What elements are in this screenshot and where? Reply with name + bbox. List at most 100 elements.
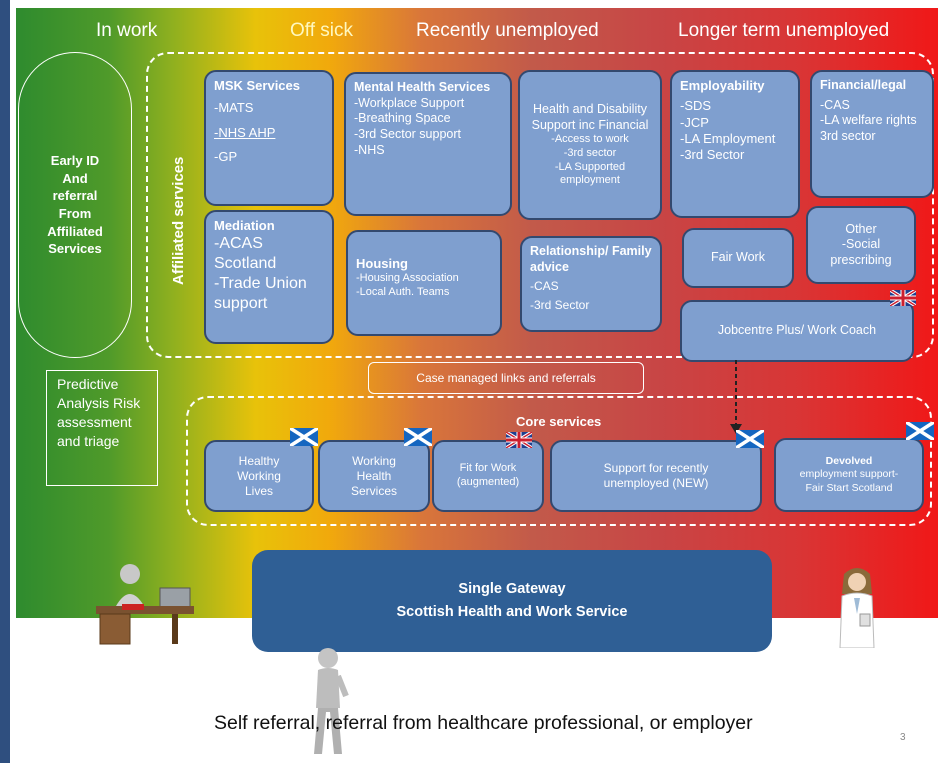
- jobcentre-box: Jobcentre Plus/ Work Coach: [680, 300, 914, 362]
- employability-item: -SDS: [680, 98, 712, 114]
- early-id-line: referral: [52, 188, 98, 204]
- fit-for-work-box: Fit for Work (augmented): [432, 440, 544, 512]
- person-figure-icon: [314, 648, 349, 754]
- relationship-title: Relationship/ Family advice: [530, 244, 652, 274]
- early-id-text: Early ID And referral From Affiliated Se…: [22, 130, 128, 280]
- healthy-line: Lives: [244, 483, 273, 498]
- early-id-oval: [18, 52, 132, 358]
- mediation-box: Mediation -ACAS Scotland -Trade Union su…: [204, 210, 334, 344]
- housing-item: -Housing Association: [356, 272, 459, 285]
- relationship-item: -3rd Sector: [530, 298, 590, 313]
- financial-item: -CAS: [820, 97, 850, 112]
- footer-text: Self referral, referral from healthcare …: [214, 712, 753, 734]
- scotland-flag-icon: [290, 428, 318, 446]
- housing-box: Housing -Housing Association -Local Auth…: [346, 230, 502, 336]
- housing-item: -Local Auth. Teams: [356, 286, 450, 298]
- employability-item: -JCP: [680, 114, 709, 130]
- mental-health-title: Mental Health Services: [354, 80, 491, 94]
- early-id-line: Services: [48, 241, 102, 257]
- case-managed-box: Case managed links and referrals: [368, 362, 644, 394]
- header-longer-term: Longer term unemployed: [678, 20, 890, 41]
- employability-box: Employability -SDS -JCP -LA Employment -…: [670, 70, 800, 218]
- affiliated-services-container: [146, 52, 934, 358]
- mediation-item: -ACAS: [214, 235, 263, 253]
- mediation-item: -Trade Union: [214, 275, 307, 293]
- mental-health-item: -NHS: [354, 142, 385, 157]
- mental-health-item: -Workplace Support: [354, 95, 465, 110]
- health-disability-title: Health and Disability Support inc Financ…: [531, 101, 649, 132]
- healthy-line: Healthy: [238, 453, 280, 468]
- health-disability-item: -LA Supported employment: [554, 160, 626, 187]
- other-item: -Social prescribing: [830, 237, 892, 267]
- support-recently-unemployed-box: Support for recently unemployed (NEW): [550, 440, 762, 512]
- devolved-line: employment support-: [799, 468, 899, 481]
- uk-flag-icon: [890, 290, 916, 306]
- predictive-line: Predictive: [57, 376, 119, 392]
- msk-item: -GP: [214, 148, 238, 164]
- predictive-line: Analysis Risk: [57, 394, 141, 411]
- health-disability-box: Health and Disability Support inc Financ…: [518, 70, 662, 220]
- financial-item: -LA welfare rights: [820, 113, 917, 128]
- other-box: Other -Social prescribing: [806, 206, 916, 284]
- financial-title: Financial/legal: [820, 78, 907, 92]
- mental-health-item: -3rd Sector support: [354, 126, 461, 141]
- fit-line: (augmented): [456, 476, 520, 488]
- housing-title: Housing: [356, 256, 408, 271]
- employer-at-desk-icon: [96, 564, 194, 645]
- whs-line: Services: [350, 483, 397, 498]
- fair-work-box: Fair Work: [682, 228, 794, 288]
- predictive-box: Predictive Analysis Risk assessment and …: [46, 370, 158, 486]
- employability-item: -3rd Sector: [680, 147, 745, 162]
- mediation-item: support: [214, 295, 268, 313]
- msk-item: -NHS AHP: [214, 124, 276, 140]
- msk-item: -MATS: [214, 100, 254, 116]
- left-edge-bar: [0, 0, 10, 763]
- case-managed-label: Case managed links and referrals: [416, 371, 596, 385]
- mediation-title: Mediation: [214, 218, 275, 233]
- early-id-line: From: [58, 206, 92, 221]
- mediation-item: Scotland: [214, 255, 277, 273]
- affiliated-services-label: Affiliated services: [170, 156, 187, 285]
- devolved-line: Fair Start Scotland: [805, 481, 893, 494]
- scotland-flag-icon: [736, 430, 764, 448]
- core-services-title: Core services: [516, 414, 602, 429]
- devolved-title: Devolved: [825, 455, 873, 468]
- devolved-employment-box: Devolved employment support- Fair Start …: [774, 438, 924, 512]
- scotland-flag-icon: [404, 428, 432, 446]
- doctor-icon: [839, 568, 875, 648]
- uk-flag-icon: [506, 432, 532, 448]
- header-in-work: In work: [96, 20, 158, 41]
- header-off-sick: Off sick: [290, 20, 353, 41]
- single-gateway-box: Single Gateway Scottish Health and Work …: [252, 550, 772, 652]
- relationship-box: Relationship/ Family advice -CAS -3rd Se…: [520, 236, 662, 332]
- fit-line: Fit for Work: [459, 462, 517, 475]
- gateway-line: Single Gateway: [458, 580, 566, 597]
- working-health-services-box: Working Health Services: [318, 440, 430, 512]
- jobcentre-label: Jobcentre Plus/ Work Coach: [717, 323, 877, 338]
- financial-item: 3rd sector: [820, 128, 876, 143]
- jobcentre-arrow: [730, 360, 742, 434]
- early-id-line: And: [62, 170, 88, 186]
- page-number: 3: [900, 732, 906, 743]
- mental-health-item: -Breathing Space: [354, 111, 451, 126]
- mental-health-box: Mental Health Services -Workplace Suppor…: [344, 72, 512, 216]
- early-id-line: Early ID: [50, 153, 100, 169]
- employability-item: -LA Employment: [680, 130, 776, 146]
- whs-line: Health: [356, 468, 392, 483]
- predictive-line: and triage: [57, 432, 120, 449]
- msk-services-box: MSK Services -MATS -NHS AHP -GP: [204, 70, 334, 206]
- other-title: Other: [845, 221, 877, 236]
- header-recently-unemployed: Recently unemployed: [416, 20, 599, 41]
- health-disability-item: -Access to work: [551, 133, 629, 146]
- early-id-line: Affiliated: [47, 223, 103, 239]
- health-disability-item: -3rd sector: [563, 146, 617, 159]
- support-line: Support for recently: [603, 461, 709, 475]
- support-line: unemployed (NEW): [603, 476, 709, 490]
- core-services-container: [186, 396, 932, 526]
- fair-work-label: Fair Work: [711, 250, 765, 265]
- gateway-line: Scottish Health and Work Service: [396, 604, 628, 620]
- predictive-line: assessment: [57, 413, 132, 430]
- healthy-working-lives-box: Healthy Working Lives: [204, 440, 314, 512]
- healthy-line: Working: [237, 468, 281, 483]
- whs-line: Working: [352, 453, 396, 468]
